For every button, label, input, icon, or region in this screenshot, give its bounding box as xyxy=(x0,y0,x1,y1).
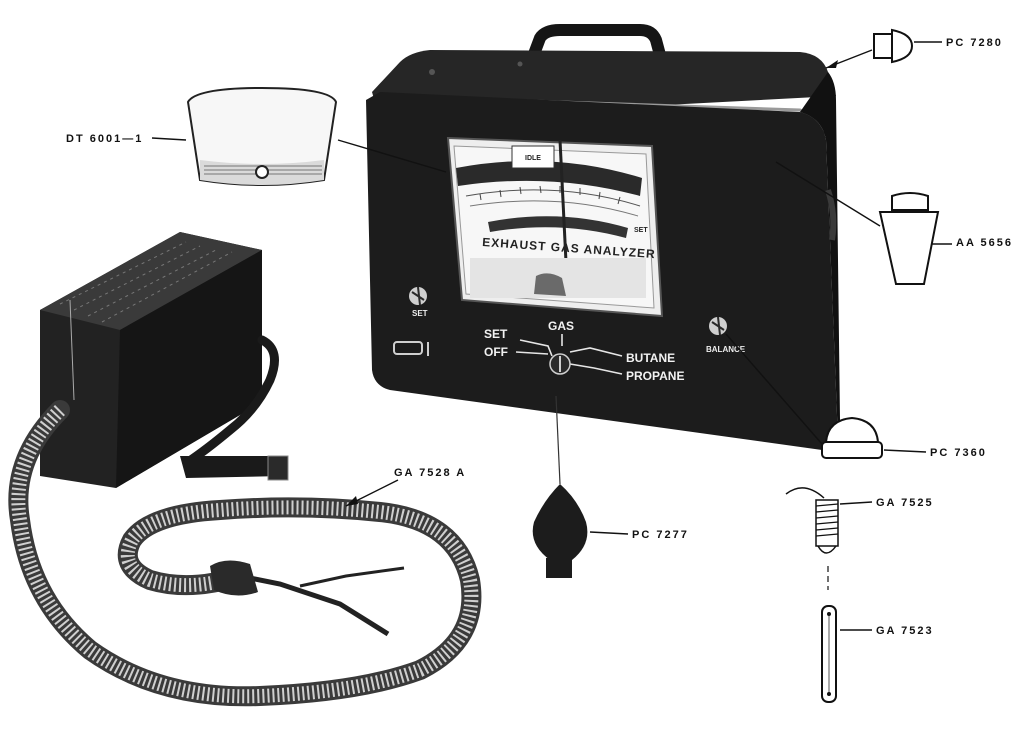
gas-selector-knob[interactable] xyxy=(549,353,571,375)
gas-label: GAS xyxy=(548,319,574,333)
foot-part xyxy=(878,192,940,285)
spring-hook xyxy=(785,487,825,499)
bulb-body xyxy=(532,484,588,560)
meter-scale xyxy=(465,189,641,207)
label-aa5656: AA 5656 xyxy=(956,237,1013,249)
label-ga7523: GA 7523 xyxy=(876,625,934,637)
balance-knob-label: BALANCE xyxy=(706,345,746,354)
hose-probe xyxy=(239,573,390,637)
meter: IDLE SET EXHAUST GAS ANALYZER xyxy=(446,136,664,318)
plug-part xyxy=(873,28,914,64)
meter-band xyxy=(456,160,642,196)
off-position-label: OFF xyxy=(484,345,508,359)
rod-part xyxy=(821,605,837,703)
cover-screw xyxy=(255,165,269,179)
meter-set-mark: SET xyxy=(634,227,648,234)
label-pc7280: PC 7280 xyxy=(946,37,1003,49)
set-position-label: SET xyxy=(484,327,508,341)
pack-top xyxy=(40,232,262,330)
aspirator-bulb xyxy=(532,395,588,578)
meter-adjuster xyxy=(534,273,566,296)
knob-cap-part xyxy=(821,416,883,459)
foot-cap xyxy=(891,192,929,211)
foot-cone xyxy=(878,211,940,285)
sample-hose xyxy=(8,400,482,707)
set-knob-label: SET xyxy=(412,309,428,318)
meter-ticks xyxy=(479,185,621,205)
set-knob[interactable] xyxy=(409,286,427,306)
power-plug xyxy=(180,456,284,478)
power-cord xyxy=(183,335,279,467)
idle-label: IDLE xyxy=(525,155,541,162)
knob-cap-top xyxy=(824,416,880,443)
label-dt6001: DT 6001—1 xyxy=(66,133,143,145)
propane-position-label: PROPANE xyxy=(626,369,684,383)
label-ga7525: GA 7525 xyxy=(876,497,934,509)
name-plate xyxy=(393,341,423,355)
label-ga7528a: GA 7528 A xyxy=(394,467,466,479)
label-pc7360: PC 7360 xyxy=(930,447,987,459)
case-side xyxy=(800,72,840,451)
probe-clamp xyxy=(210,560,258,596)
balance-knob[interactable] xyxy=(709,316,727,336)
bulb-neck xyxy=(546,558,572,578)
label-pc7277: PC 7277 xyxy=(632,529,689,541)
meter-needle xyxy=(558,139,568,263)
idle-window xyxy=(511,145,555,169)
knob-cap-base xyxy=(821,441,883,459)
case-handle xyxy=(522,24,670,76)
meter-cover-part xyxy=(186,86,338,186)
battery-pack xyxy=(40,232,262,488)
front-panel: SET GAS SET OFF BUTANE PROPANE BALANCE xyxy=(393,286,746,383)
plug-cap xyxy=(891,28,914,64)
spring-part xyxy=(785,487,839,554)
butane-position-label: BUTANE xyxy=(626,351,675,365)
plug-stem xyxy=(873,33,893,59)
